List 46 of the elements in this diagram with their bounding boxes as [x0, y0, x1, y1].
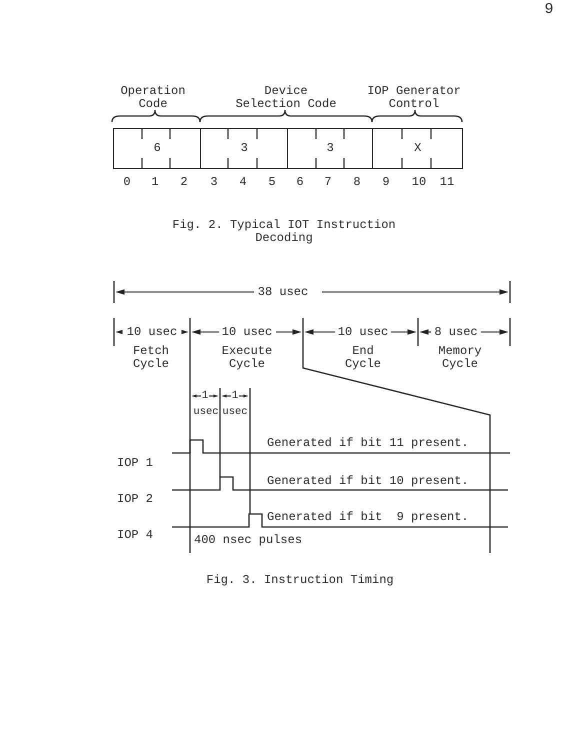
duration-label: 1: [231, 390, 239, 402]
cycle-label: Execute Cycle: [220, 344, 274, 370]
field-value: 3: [326, 142, 334, 155]
duration-label: 38 usec: [256, 286, 310, 298]
field-value: 6: [154, 142, 161, 155]
field-value: X: [414, 142, 422, 155]
bit-number: 0: [122, 176, 132, 188]
timing-note: Generated if bit 11 present.: [267, 437, 470, 449]
signal-label: IOP 2: [117, 492, 154, 506]
register-field: [287, 128, 374, 169]
timing-note: Generated if bit 10 present.: [267, 475, 470, 487]
bit-number: 2: [179, 176, 189, 188]
bit-number: 10: [410, 176, 428, 188]
bit-number: 11: [438, 176, 456, 188]
bit-number: 1: [150, 176, 160, 188]
duration-label: 8 usec: [434, 326, 478, 338]
bit-number: 8: [352, 176, 362, 188]
register-field: [200, 128, 288, 169]
bit-number: 6: [295, 176, 305, 188]
duration-label: 10 usec: [221, 326, 273, 338]
duration-label: 10 usec: [337, 326, 389, 338]
figure-caption: Fig. 3. Instruction Timing: [205, 574, 395, 586]
signal-label: IOP 1: [117, 456, 154, 470]
unit-label: usec: [193, 406, 219, 418]
bit-number: 5: [267, 176, 277, 188]
duration-label: 10 usec: [126, 326, 178, 338]
figure-caption: Fig. 2. Typical IOT Instruction Decoding: [171, 218, 397, 244]
field-label: Device Selection Code: [234, 84, 338, 110]
field-label: IOP Generator Control: [366, 84, 462, 110]
cycle-label: End Cycle: [344, 344, 382, 370]
bit-number: 3: [209, 176, 219, 188]
bit-number: 7: [323, 176, 333, 188]
cycle-label: Memory Cycle: [437, 344, 483, 370]
signal-label: IOP 4: [117, 528, 154, 542]
bit-number: 9: [381, 176, 391, 188]
register-field: [113, 128, 202, 169]
bit-number: 4: [238, 176, 248, 188]
unit-label: usec: [222, 406, 248, 418]
cycle-label: Fetch Cycle: [132, 344, 170, 370]
duration-label: 1: [201, 390, 209, 402]
field-value: 3: [240, 142, 248, 155]
timing-note: Generated if bit 9 present.: [267, 511, 470, 523]
register-field: [372, 128, 464, 169]
page-number: 9: [543, 2, 554, 18]
timing-note: 400 nsec pulses: [194, 534, 304, 546]
field-label: Operation Code: [120, 84, 186, 110]
